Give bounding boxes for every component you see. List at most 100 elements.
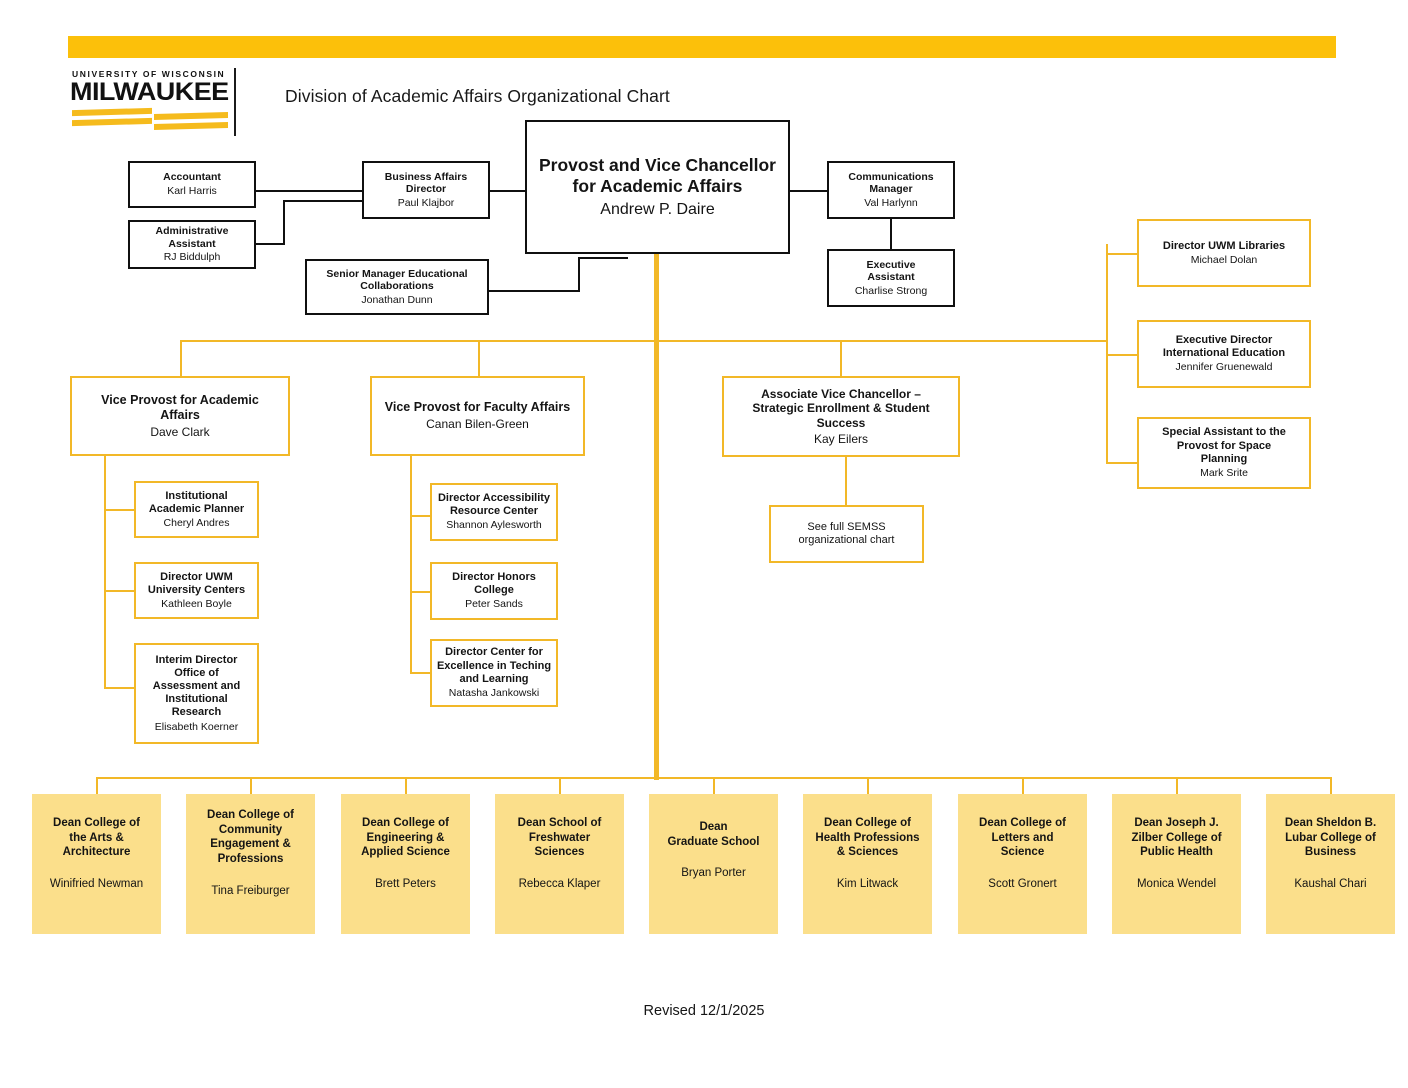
node-dean-zilber-public-health[interactable]: Dean Joseph J. Zilber College of Public … [1112, 794, 1241, 934]
node-associate-vice-chancellor-semss[interactable]: Associate Vice Chancellor – Strategic En… [722, 376, 960, 457]
logo-university-line: UNIVERSITY OF WISCONSIN [72, 69, 226, 79]
connector-bad-to-provost [490, 190, 528, 192]
intl-ed-title-line2: International Education [1162, 347, 1286, 360]
space-person: Mark Srite [1200, 466, 1248, 479]
ea-title-line2: Assistant [867, 271, 915, 284]
dean-0-line1: Dean College of [53, 817, 140, 829]
vpaa-person: Dave Clark [150, 424, 210, 439]
connector-admin-asst-to-bad [283, 200, 363, 202]
connector-dean-riser-1 [96, 777, 98, 794]
dean-8-line2: Lubar College of [1285, 831, 1376, 844]
node-dean-graduate-school[interactable]: Dean Graduate School Bryan Porter [649, 794, 778, 934]
dean-5-person: Kim Litwack [836, 878, 899, 891]
dean-0-line3: Architecture [62, 846, 131, 859]
uwm-logo: UNIVERSITY OF WISCONSIN MILWAUKEE [70, 70, 230, 132]
centers-person: Kathleen Boyle [161, 597, 232, 610]
ea-person: Charlise Strong [854, 284, 928, 297]
node-interim-director-assessment-institutional-research[interactable]: Interim Director Office of Assessment an… [134, 643, 259, 744]
dean-8-person: Kaushal Chari [1294, 878, 1367, 891]
header-divider [234, 68, 236, 136]
cetl-title-line1: Director Center for [445, 646, 543, 659]
node-dean-lubar-business[interactable]: Dean Sheldon B. Lubar College of Busines… [1266, 794, 1395, 934]
provost-title-line1: Provost and Vice Chancellor [539, 155, 776, 176]
space-title-line2: Provost for Space [1176, 439, 1272, 452]
node-semss-reference-note[interactable]: See full SEMSS organizational chart [769, 505, 924, 563]
dean-5-line1: Dean College of [824, 817, 911, 829]
comms-title-line2: Manager [869, 183, 913, 196]
oair-title-line4: Institutional [165, 693, 228, 706]
arc-title-line1: Director Accessibility [437, 492, 551, 505]
node-dean-freshwater-sciences[interactable]: Dean School of Freshwater Sciences Rebec… [495, 794, 624, 934]
dean-4-line2: Graduate School [667, 835, 760, 848]
dean-7-line2: Zilber College of [1131, 831, 1222, 844]
node-communications-manager[interactable]: Communications Manager Val Harlynn [827, 161, 955, 219]
libraries-person: Michael Dolan [1190, 253, 1258, 266]
connector-provost-trunk-lower [654, 340, 659, 780]
dean-1-line1: Dean College of [207, 809, 294, 821]
dean-2-person: Brett Peters [375, 878, 436, 891]
oair-person: Elisabeth Koerner [154, 720, 239, 733]
oair-title-line3: Assessment and [152, 680, 241, 693]
honors-title-line2: College [474, 584, 514, 597]
connector-dean-riser-5 [713, 777, 715, 794]
connector-main-bus [180, 340, 1107, 342]
intl-ed-title-line1: Executive Director [1175, 334, 1273, 347]
connector-comms-to-ea [890, 219, 892, 249]
node-executive-director-international-education[interactable]: Executive Director International Educati… [1137, 320, 1311, 388]
connector-smec-riser [578, 258, 580, 292]
dean-0-person: Winifried Newman [49, 878, 144, 891]
smec-title-line2: Collaborations [360, 280, 434, 293]
connector-provost-to-comms [789, 190, 829, 192]
node-provost[interactable]: Provost and Vice Chancellor for Academic… [525, 120, 790, 254]
dean-3-line1: Dean School of [517, 817, 602, 829]
space-title-line3: Planning [1200, 452, 1248, 465]
connector-vpaa-spine [104, 456, 106, 688]
connector-smec-right [488, 290, 580, 292]
node-dean-community-engagement-professions[interactable]: Dean College of Community Engagement & P… [186, 794, 315, 934]
bad-title-line2: Director [405, 183, 447, 196]
dean-6-line3: Science [1000, 846, 1045, 859]
oair-title-line5: Research [171, 706, 222, 719]
connector-vpfa-spine [410, 456, 412, 673]
connector-bus-to-vpfa [478, 340, 480, 376]
accountant-person: Karl Harris [167, 185, 217, 197]
node-senior-manager-educational-collaborations[interactable]: Senior Manager Educational Collaboration… [305, 259, 489, 315]
centers-title-line1: Director UWM [160, 570, 233, 583]
connector-admin-asst-riser [283, 200, 285, 245]
node-dean-engineering-applied-science[interactable]: Dean College of Engineering & Applied Sc… [341, 794, 470, 934]
node-dean-letters-science[interactable]: Dean College of Letters and Science Scot… [958, 794, 1087, 934]
bad-person: Paul Klajbor [397, 196, 455, 209]
node-dean-health-professions-sciences[interactable]: Dean College of Health Professions & Sci… [803, 794, 932, 934]
avc-person: Kay Eilers [813, 431, 869, 446]
provost-title-line2: for Academic Affairs [572, 176, 743, 197]
node-director-uwm-libraries[interactable]: Director UWM Libraries Michael Dolan [1137, 219, 1311, 287]
dean-2-line3: Applied Science [361, 846, 450, 859]
node-director-university-centers[interactable]: Director UWM University Centers Kathleen… [134, 562, 259, 619]
semss-note-line2: organizational chart [798, 534, 895, 546]
connector-vpfa-to-arc [410, 515, 431, 517]
node-director-accessibility-resource-center[interactable]: Director Accessibility Resource Center S… [430, 483, 558, 541]
accountant-title: Accountant [163, 171, 221, 184]
node-executive-assistant[interactable]: Executive Assistant Charlise Strong [827, 249, 955, 307]
vpaa-title-line1: Vice Provost for Academic [101, 392, 259, 407]
planner-person: Cheryl Andres [163, 516, 230, 529]
planner-title-line1: Institutional [165, 489, 228, 502]
node-accountant[interactable]: Accountant Karl Harris [128, 161, 256, 208]
connector-vpfa-to-cetl [410, 672, 431, 674]
node-dean-arts-architecture[interactable]: Dean College of the Arts & Architecture … [32, 794, 161, 934]
node-vice-provost-academic-affairs[interactable]: Vice Provost for Academic Affairs Dave C… [70, 376, 290, 456]
node-institutional-academic-planner[interactable]: Institutional Academic Planner Cheryl An… [134, 481, 259, 538]
node-vice-provost-faculty-affairs[interactable]: Vice Provost for Faculty Affairs Canan B… [370, 376, 585, 456]
connector-vpaa-to-centers [104, 590, 135, 592]
dean-7-person: Monica Wendel [1136, 878, 1217, 891]
dean-5-line2: Health Professions [815, 831, 920, 844]
node-special-assistant-space-planning[interactable]: Special Assistant to the Provost for Spa… [1137, 417, 1311, 489]
connector-accountant-to-bad [255, 190, 363, 192]
node-business-affairs-director[interactable]: Business Affairs Director Paul Klajbor [362, 161, 490, 219]
node-administrative-assistant[interactable]: Administrative Assistant RJ Biddulph [128, 220, 256, 269]
node-director-honors-college[interactable]: Director Honors College Peter Sands [430, 562, 558, 620]
connector-bus-to-vpaa [180, 340, 182, 376]
node-director-center-excellence-teaching-learning[interactable]: Director Center for Excellence in Techin… [430, 639, 558, 707]
cetl-title-line3: and Learning [459, 672, 529, 685]
